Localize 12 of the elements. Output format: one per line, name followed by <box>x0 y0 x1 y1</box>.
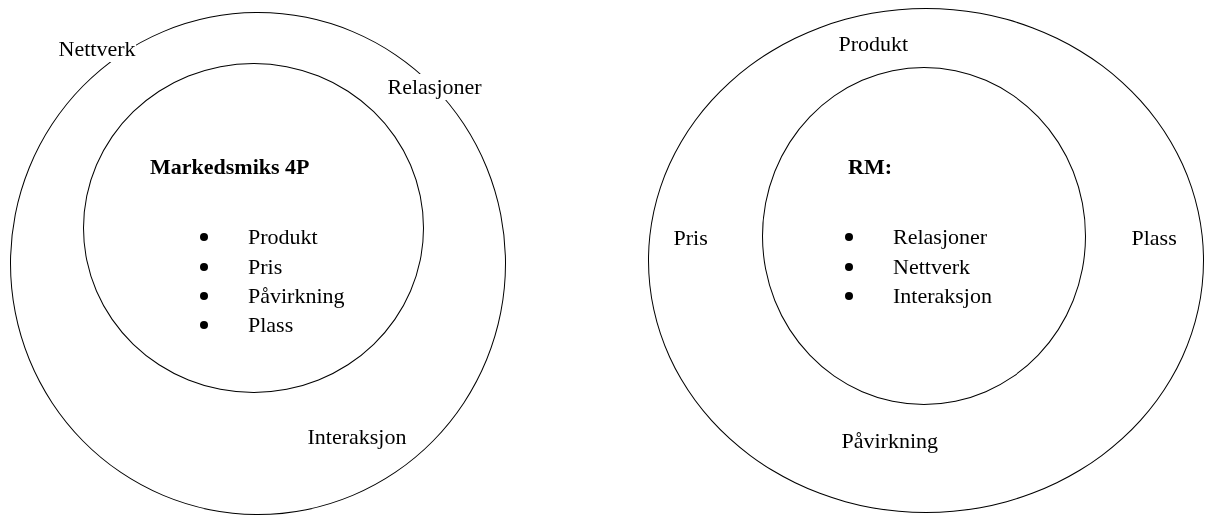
list-item: Nettverk <box>892 254 971 280</box>
list-item: Påvirkning <box>247 283 346 309</box>
heading: RM: <box>847 154 893 180</box>
outer-ellipse <box>648 8 1204 513</box>
heading: Markedsmiks 4P <box>149 154 311 180</box>
ring-label: Relasjoner <box>386 73 483 100</box>
list-item: Relasjoner <box>892 224 989 250</box>
list-item: Pris <box>247 254 284 280</box>
list-item: Produkt <box>247 224 319 250</box>
outer-ellipse <box>10 12 506 515</box>
list-item: Plass <box>247 312 295 338</box>
list-item: Interaksjon <box>892 283 993 309</box>
